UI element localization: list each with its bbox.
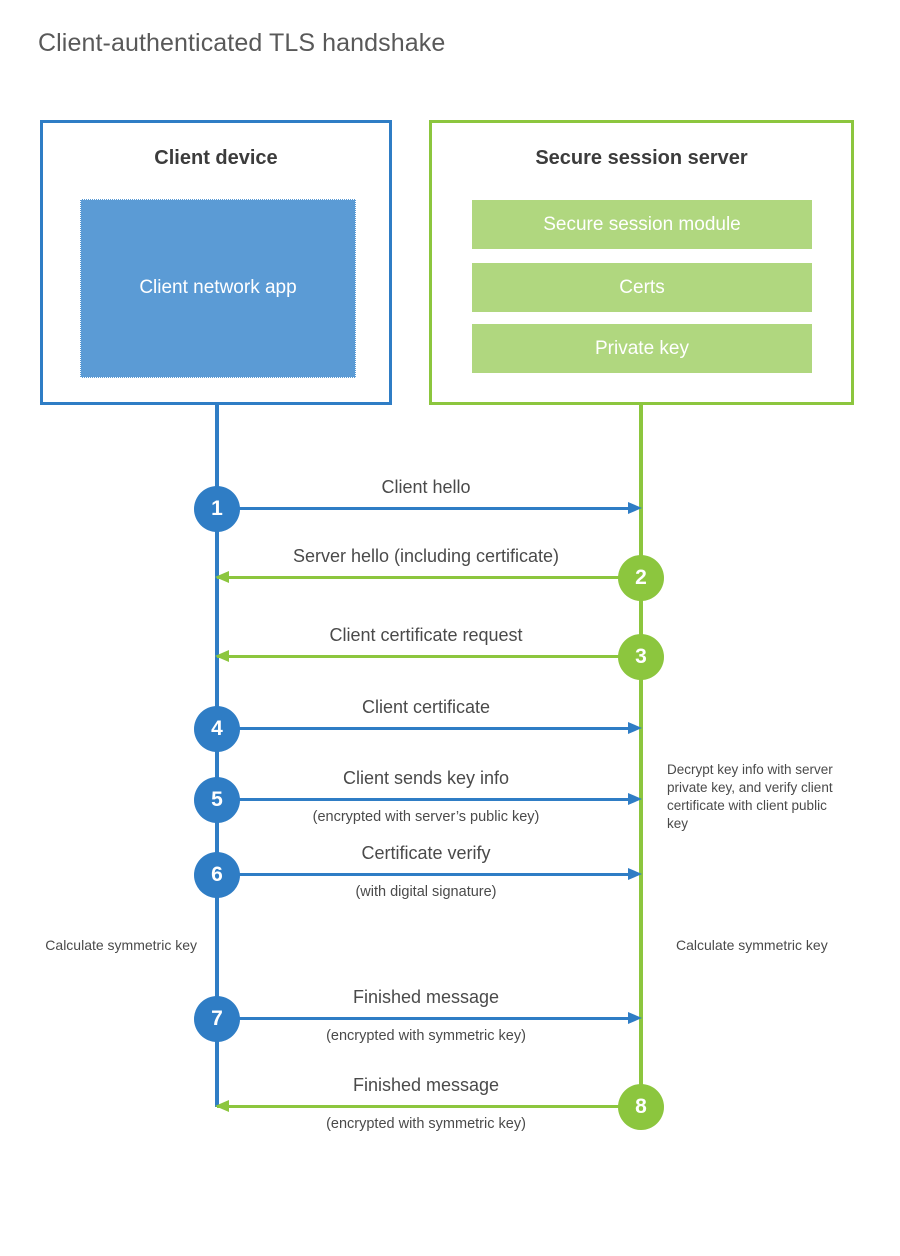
arrow-head-right-icon [628, 793, 642, 805]
step-badge-4: 4 [194, 706, 240, 752]
server-component-private-key: Private key [472, 324, 812, 373]
arrow-head-left-icon [215, 650, 229, 662]
server-calculate-symmetric-key-annotation: Calculate symmetric key [676, 937, 828, 953]
client-device-box: Client device Client network app [40, 120, 392, 405]
message-sublabel: (with digital signature) [355, 884, 497, 900]
arrow-head-right-icon [628, 1012, 642, 1024]
message-sublabel: (encrypted with server’s public key) [312, 809, 540, 825]
message-label: Client certificate request [329, 625, 523, 645]
step-badge-1: 1 [194, 486, 240, 532]
secure-session-server-box: Secure session server Secure session mod… [429, 120, 854, 405]
message-label: Finished message [352, 987, 500, 1007]
step-badge-3: 3 [618, 634, 664, 680]
message-label: Client hello [381, 477, 471, 497]
message-label: Finished message [352, 1075, 500, 1095]
message-sublabel: (encrypted with symmetric key) [326, 1028, 526, 1044]
server-component-certs: Certs [472, 263, 812, 312]
message-label: Client certificate [361, 697, 491, 717]
arrow-head-right-icon [628, 502, 642, 514]
server-component-secure-session-module: Secure session module [472, 200, 812, 249]
arrow-head-left-icon [215, 571, 229, 583]
message-arrow-line [217, 1017, 635, 1020]
arrow-head-right-icon [628, 722, 642, 734]
step-badge-6: 6 [194, 852, 240, 898]
client-network-app-block: Client network app [80, 199, 356, 378]
message-label: Client sends key info [342, 768, 510, 788]
step-badge-8: 8 [618, 1084, 664, 1130]
message-label: Server hello (including certificate) [292, 546, 560, 566]
step-badge-5: 5 [194, 777, 240, 823]
server-lifeline [639, 402, 643, 1105]
message-arrow-line [217, 507, 635, 510]
client-calculate-symmetric-key-annotation: Calculate symmetric key [45, 937, 197, 953]
page-title: Client-authenticated TLS handshake [38, 29, 446, 57]
arrow-head-left-icon [215, 1100, 229, 1112]
step-badge-7: 7 [194, 996, 240, 1042]
step-badge-2: 2 [618, 555, 664, 601]
client-lifeline [215, 402, 219, 1107]
message-sublabel: (encrypted with symmetric key) [326, 1116, 526, 1132]
server-decrypt-annotation: Decrypt key info with server private key… [667, 762, 833, 832]
message-arrow-line [217, 798, 635, 801]
client-device-title: Client device [154, 147, 278, 169]
message-label: Certificate verify [361, 843, 491, 863]
arrow-head-right-icon [628, 868, 642, 880]
secure-session-server-title: Secure session server [535, 147, 748, 169]
message-arrow-line [217, 727, 635, 730]
message-arrow-line [217, 1105, 635, 1108]
message-arrow-line [217, 576, 635, 579]
message-arrow-line [217, 873, 635, 876]
message-arrow-line [217, 655, 635, 658]
